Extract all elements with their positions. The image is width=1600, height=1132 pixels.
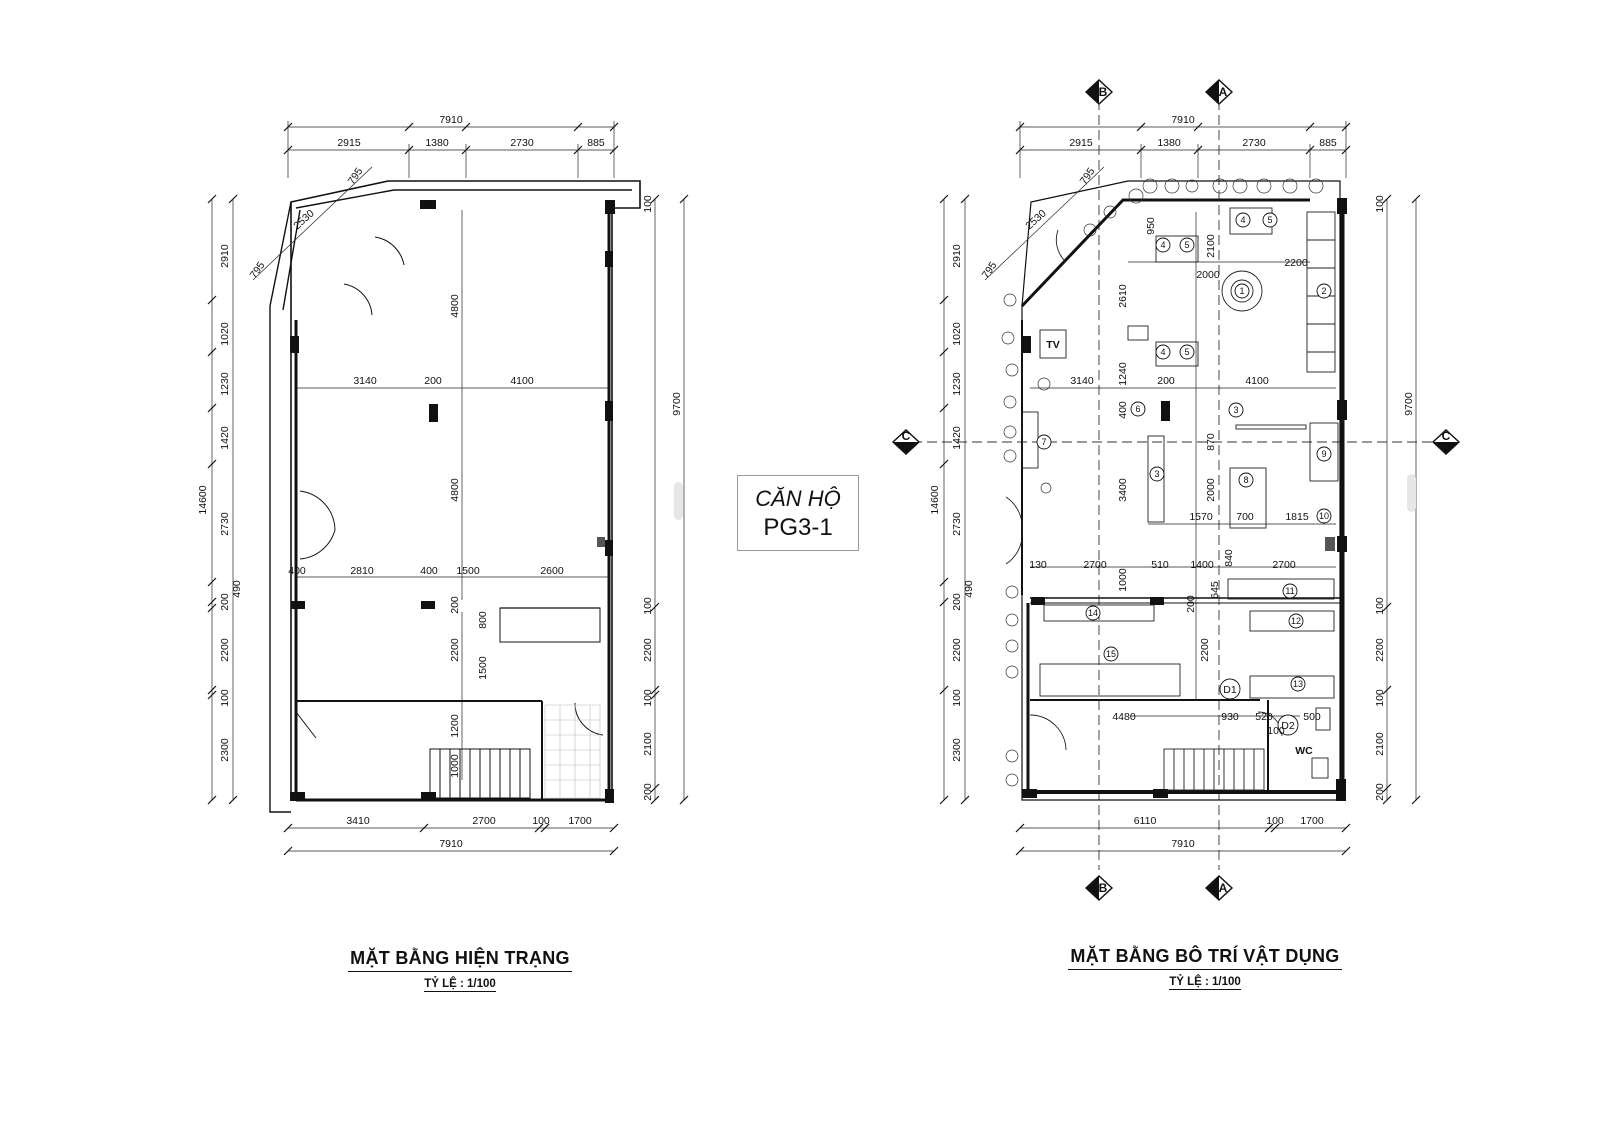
dim-lines-furniture [943,121,1417,852]
grid-bubbles [891,79,1461,901]
stair-existing [429,748,531,799]
grid-lines [912,100,1440,870]
columns-existing [290,200,615,803]
grid-bubble-fill [893,80,1459,900]
unit-label-line2: PG3-1 [763,514,833,541]
scroll-handle[interactable] [1407,474,1416,512]
plants [1001,178,1324,787]
wc-tiles-existing [544,704,601,799]
plan-left-scale: TỶ LỆ : 1/100 [330,978,590,992]
dim-ticks-existing [207,122,689,856]
tag-circles [1036,212,1332,736]
plan-left-title: MẶT BẰNG HIỆN TRẠNG TỶ LỆ : 1/100 [330,948,590,992]
plan-right-title: MẶT BẰNG BÔ TRÍ VẬT DỤNG TỶ LỆ : 1/100 [1060,946,1350,990]
scroll-handle[interactable] [674,482,683,520]
plan-right-title-text: MẶT BẰNG BÔ TRÍ VẬT DỤNG [1068,946,1342,970]
columns-furniture [1022,198,1347,801]
plan-left-scale-text: TỶ LỆ : 1/100 [424,978,496,992]
doors-existing [295,236,604,739]
plan-right-scale: TỶ LỆ : 1/100 [1060,976,1350,990]
plan-right-scale-text: TỶ LỆ : 1/100 [1169,976,1241,990]
plan-left-title-text: MẶT BẰNG HIỆN TRẠNG [348,948,572,972]
unit-label-box: CĂN HỘ PG3-1 [737,475,859,551]
furniture [1005,207,1339,791]
dim-lines-existing [211,121,685,852]
unit-label-line1: CĂN HỘ [755,486,841,511]
dim-ticks-furniture [939,122,1421,856]
walls-furniture [1020,180,1345,801]
